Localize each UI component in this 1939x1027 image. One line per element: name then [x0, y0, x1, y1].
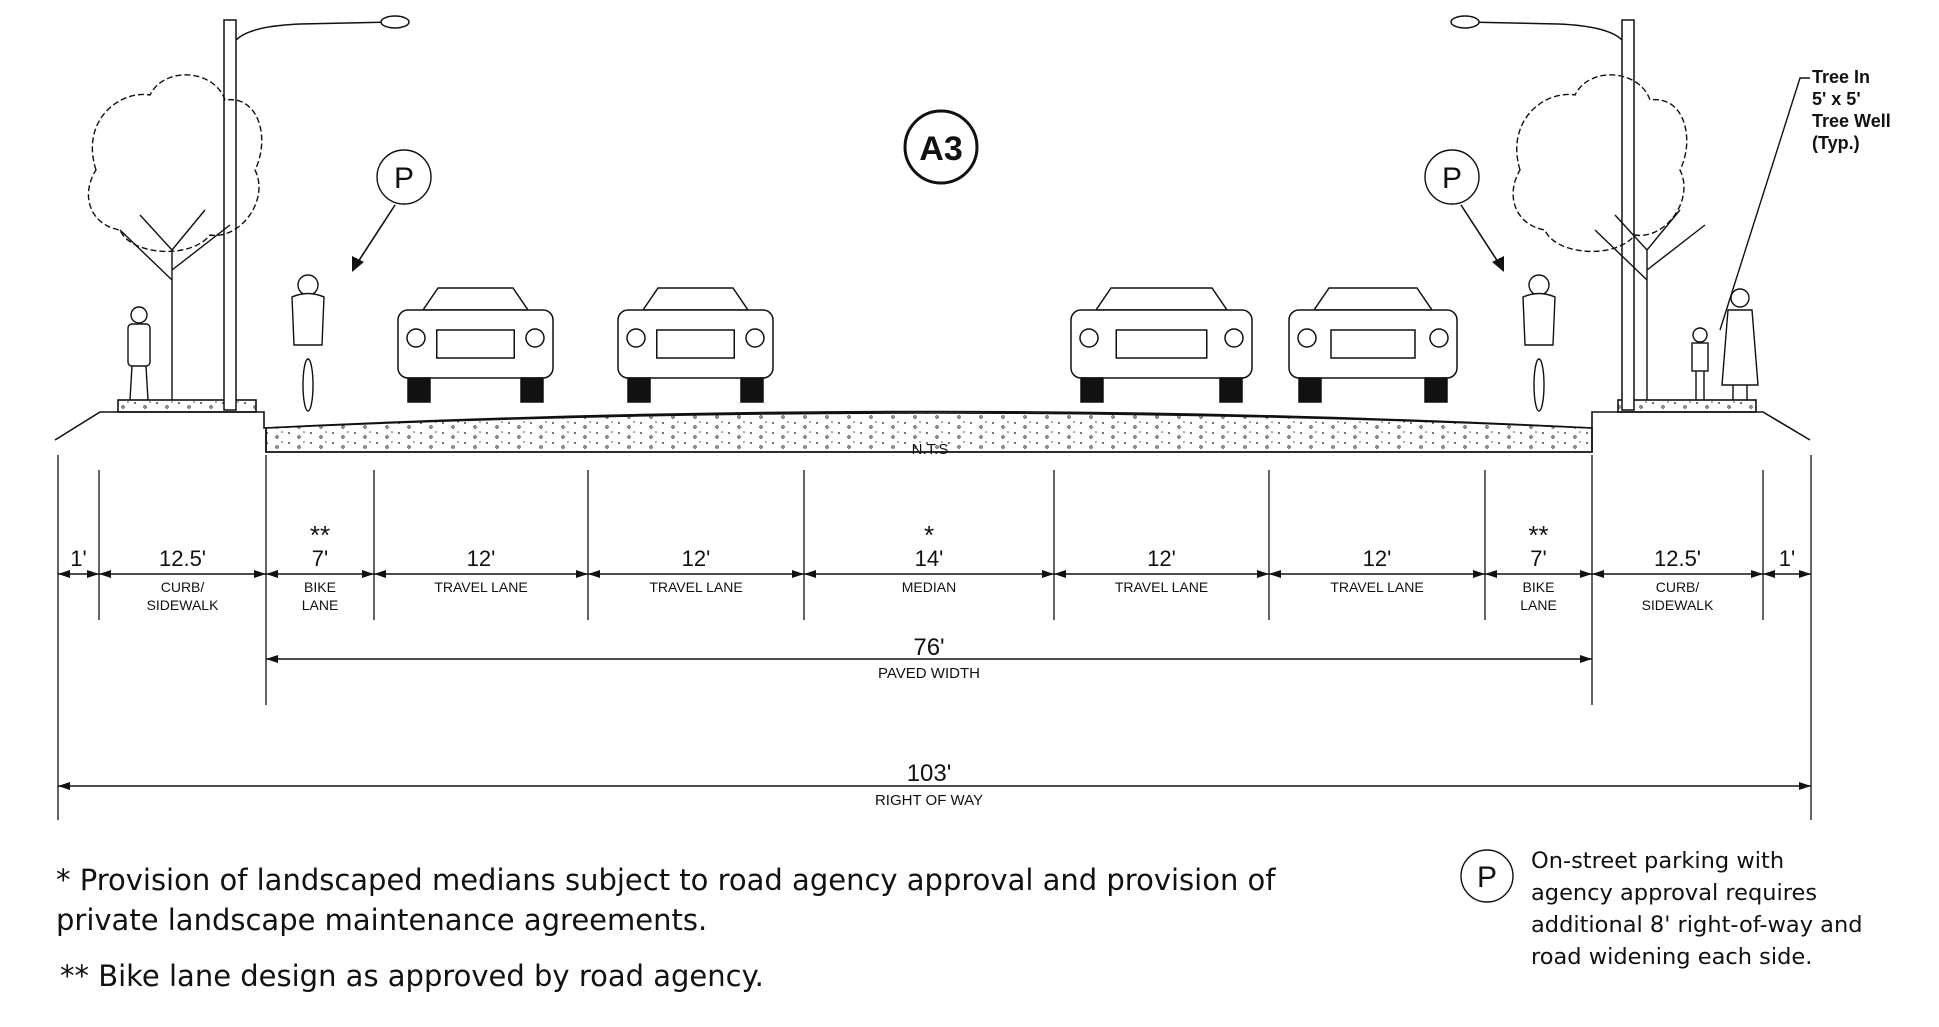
arrowhead	[1799, 782, 1811, 790]
arrowhead	[99, 570, 111, 578]
segment-label: MEDIAN	[902, 579, 956, 595]
cyclist-right	[1522, 274, 1556, 412]
street-light-left	[223, 15, 410, 411]
nts-label: N.T.S	[912, 441, 949, 458]
cyclist-left	[291, 274, 325, 412]
ground-profile	[54, 399, 1811, 453]
legend-line: On-street parking with	[1531, 848, 1785, 874]
segment-label: TRAVEL LANE	[1115, 579, 1208, 595]
tree-left	[87, 74, 263, 400]
segment-label: BIKE	[1523, 579, 1555, 595]
parking-legend-text: On-street parking with agency approval r…	[1531, 845, 1863, 973]
arrowhead	[792, 570, 804, 578]
row-value: 103'	[907, 760, 952, 787]
street-light-right	[1450, 15, 1635, 411]
segment-dimension: 12'	[467, 546, 496, 571]
segment-label: TRAVEL LANE	[434, 579, 527, 595]
row-label: RIGHT OF WAY	[875, 792, 983, 809]
arrowhead	[1269, 570, 1281, 578]
arrowhead	[362, 570, 374, 578]
paved-width-label: PAVED WIDTH	[878, 665, 980, 682]
arrowhead	[804, 570, 816, 578]
segment-footnote-mark: **	[310, 520, 330, 550]
section-id-badge: A3	[903, 109, 979, 185]
arrowhead	[254, 570, 266, 578]
tree-note-line: (Typ.)	[1812, 133, 1860, 153]
car-front	[617, 287, 774, 403]
arrowhead	[1580, 655, 1592, 663]
arrowhead	[576, 570, 588, 578]
arrowhead	[1592, 570, 1604, 578]
svg-text:P: P	[1477, 861, 1497, 894]
parking-marker-left: P	[352, 149, 432, 272]
arrowhead	[1042, 570, 1054, 578]
segment-label-line2: SIDEWALK	[1642, 597, 1714, 613]
arrowhead	[1799, 570, 1811, 578]
legend-line: agency approval requires	[1531, 880, 1818, 906]
arrowhead	[1485, 570, 1497, 578]
segment-label: CURB/	[161, 579, 205, 595]
segment-dimension: 1'	[1779, 546, 1795, 571]
segment-dimension: 1'	[70, 546, 86, 571]
segment-label-line2: SIDEWALK	[147, 597, 219, 613]
legend-line: additional 8' right-of-way and	[1531, 912, 1863, 938]
segment-dimension: 12.5'	[159, 546, 206, 571]
segment-dimension: 12'	[1147, 546, 1176, 571]
arrowhead	[58, 570, 70, 578]
median-footnote-line1: * Provision of landscaped medians subjec…	[56, 863, 1276, 897]
car-rear	[1288, 287, 1458, 403]
arrowhead	[1473, 570, 1485, 578]
tree-note-line: Tree In	[1812, 67, 1871, 87]
segment-label: TRAVEL LANE	[1330, 579, 1423, 595]
segment-dimension: 7'	[312, 546, 328, 571]
segment-dimension: 14'	[915, 546, 944, 571]
segment-dimension: 12.5'	[1654, 546, 1701, 571]
arrowhead	[266, 655, 278, 663]
segment-dimension: 12'	[682, 546, 711, 571]
arrowhead	[266, 570, 278, 578]
segment-label: TRAVEL LANE	[649, 579, 742, 595]
arrowhead	[588, 570, 600, 578]
segment-label-line2: LANE	[1520, 597, 1557, 613]
parking-marker-right: P	[1424, 149, 1504, 272]
arrowhead	[1763, 570, 1775, 578]
svg-text:A3: A3	[919, 130, 962, 168]
arrowhead	[1751, 570, 1763, 578]
segment-footnote-mark: **	[1528, 520, 1548, 550]
segment-footnote-mark: *	[924, 520, 934, 550]
bike-footnote: ** Bike lane design as approved by road …	[60, 959, 764, 993]
arrowhead	[87, 570, 99, 578]
tree-note-line: 5' x 5'	[1812, 89, 1861, 109]
arrowhead	[58, 782, 70, 790]
median-footnote-line2: private landscape maintenance agreements…	[56, 903, 708, 937]
parking-symbol: P	[394, 162, 414, 195]
arrowhead	[374, 570, 386, 578]
arrowhead	[1054, 570, 1066, 578]
segment-dimension: 7'	[1530, 546, 1546, 571]
segment-label-line2: LANE	[302, 597, 339, 613]
segment-dimension: 12'	[1363, 546, 1392, 571]
car-rear	[1070, 287, 1253, 403]
tree-well-note: Tree In 5' x 5' Tree Well (Typ.)	[1812, 66, 1891, 154]
pedestrians-right	[1691, 288, 1759, 400]
segment-label: CURB/	[1656, 579, 1700, 595]
legend-line: road widening each side.	[1531, 944, 1813, 970]
parking-symbol: P	[1442, 162, 1462, 195]
arrowhead	[1580, 570, 1592, 578]
tree-right	[1512, 74, 1810, 400]
segment-label: BIKE	[304, 579, 336, 595]
pedestrian-left	[127, 306, 151, 401]
tree-note-line: Tree Well	[1812, 111, 1891, 131]
parking-legend-symbol: P	[1460, 849, 1514, 903]
arrowhead	[1257, 570, 1269, 578]
dimension-lines: 1'12.5'CURB/SIDEWALK7'**BIKELANE12'TRAVE…	[57, 455, 1812, 820]
car-front	[397, 287, 554, 403]
median-footnote: * Provision of landscaped medians subjec…	[56, 860, 1276, 940]
paved-width-value: 76'	[913, 634, 944, 661]
